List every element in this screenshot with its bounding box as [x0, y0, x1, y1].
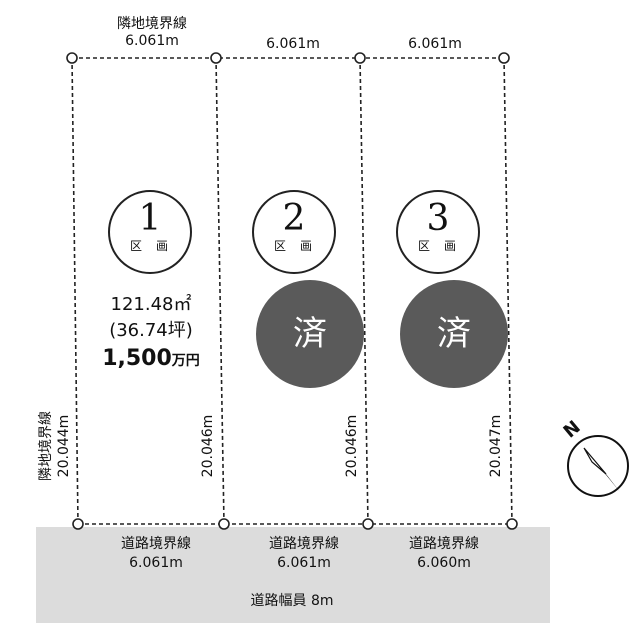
road-seg2-title: 道路境界線 [269, 536, 339, 552]
vertex-point [354, 52, 366, 64]
right-boundary-length: 20.047m [488, 414, 504, 478]
road-seg3-length: 6.060m [417, 555, 471, 571]
svg-text:N: N [560, 417, 585, 443]
road-seg1-length: 6.061m [129, 555, 183, 571]
road-seg3-title: 道路境界線 [409, 536, 479, 552]
vertex-point [506, 518, 518, 530]
price-number: 1,500 [102, 346, 172, 371]
right-boundary-line [503, 57, 513, 525]
divider-line-1 [215, 57, 225, 525]
lot-number: 1 [138, 198, 162, 239]
lot-area: 121.48㎡ [110, 294, 192, 315]
vertex-point [72, 518, 84, 530]
top-seg2-length: 6.061m [266, 36, 320, 52]
top-seg1-length: 6.061m [125, 33, 179, 49]
left-boundary-length: 20.044m [56, 414, 72, 478]
divider-1-length: 20.046m [200, 414, 216, 478]
vertex-point [210, 52, 222, 64]
lot-3-sold-mark: 済 [400, 280, 508, 388]
left-boundary-line [71, 57, 79, 525]
lot-label: 区画 [417, 239, 470, 253]
lot-3-badge: 3 区画 [396, 190, 480, 274]
lot-1-badge: 1 区画 [108, 190, 192, 274]
divider-2-length: 20.046m [344, 414, 360, 478]
lot-area-tsubo: (36.74坪) [109, 320, 193, 341]
top-left-boundary-title: 隣地境界線 [117, 16, 187, 32]
divider-line-2 [359, 57, 369, 525]
left-boundary-title: 隣地境界線 [38, 411, 54, 481]
road-seg1-title: 道路境界線 [121, 536, 191, 552]
top-seg3-length: 6.061m [408, 36, 462, 52]
vertex-point [362, 518, 374, 530]
road-width: 道路幅員 8m [250, 593, 334, 609]
lot-price: 1,500万円 [86, 344, 216, 376]
road-area [36, 527, 550, 623]
lot-1-info: 121.48㎡ (36.74坪) 1,500万円 [86, 292, 216, 376]
lot-number: 3 [426, 198, 450, 239]
lot-2-badge: 2 区画 [252, 190, 336, 274]
price-unit: 万円 [171, 353, 200, 369]
vertex-point [218, 518, 230, 530]
vertex-point [66, 52, 78, 64]
lot-2-sold-mark: 済 [256, 280, 364, 388]
vertex-point [498, 52, 510, 64]
lot-label: 区画 [129, 239, 182, 253]
road-seg2-length: 6.061m [277, 555, 331, 571]
lot-number: 2 [282, 198, 306, 239]
north-arrow-icon: N [560, 417, 629, 497]
lot-label: 区画 [273, 239, 326, 253]
